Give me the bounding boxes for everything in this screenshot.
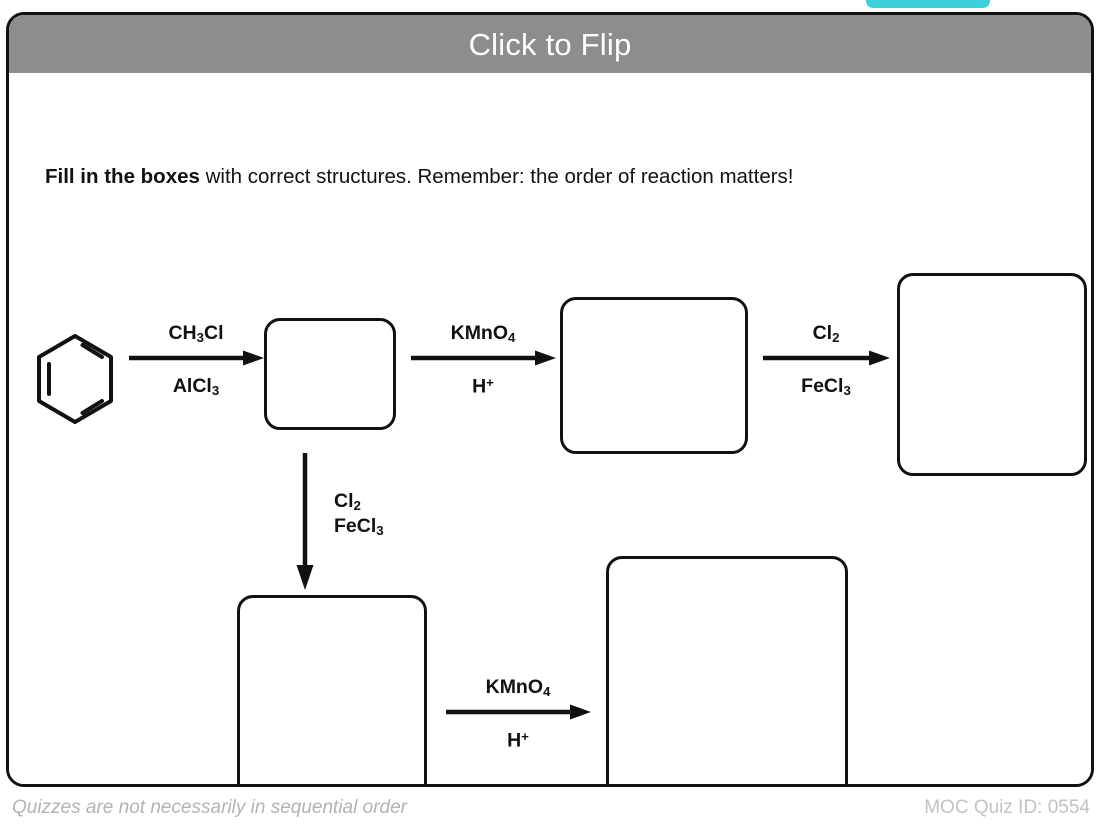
benzene-structure (31, 331, 119, 432)
reagent-above-step3: Cl2 (812, 322, 840, 345)
reagent-line2-step-down: FeCl3 (334, 515, 384, 539)
card-header[interactable]: Click to Flip (9, 15, 1091, 73)
reaction-arrow-step-bottom: KMnO4 H+ (444, 677, 592, 751)
arrow-right-icon (446, 704, 591, 720)
reaction-arrow-step-down: Cl2 FeCl3 (292, 451, 384, 591)
reagent-below-step-bottom: H+ (507, 728, 529, 752)
answer-box-4[interactable] (237, 595, 427, 784)
quiz-id-label: MOC Quiz ID: 0554 (924, 797, 1090, 818)
reagent-above-step-bottom: KMnO4 (485, 676, 551, 699)
reagent-above-step2: KMnO4 (450, 322, 516, 345)
instruction-bold: Fill in the boxes (45, 165, 200, 188)
reaction-arrow-step3: Cl2 FeCl3 (761, 323, 891, 398)
click-to-flip-label: Click to Flip (468, 26, 632, 62)
flashcard[interactable]: Click to Flip Fill in the boxes with cor… (6, 12, 1094, 787)
arrow-right-icon (129, 350, 264, 366)
answer-box-2[interactable] (560, 297, 748, 454)
reagent-below-step3: FeCl3 (801, 374, 851, 398)
reagent-labels-step-down: Cl2 FeCl3 (334, 489, 384, 540)
reagent-below-step2: H+ (472, 374, 494, 398)
arrow-right-icon (763, 350, 890, 366)
instruction-text: Fill in the boxes with correct structure… (45, 165, 794, 189)
card-body: Fill in the boxes with correct structure… (9, 73, 1091, 784)
footer-note: Quizzes are not necessarily in sequentia… (12, 797, 407, 818)
footer: Quizzes are not necessarily in sequentia… (0, 790, 1100, 826)
answer-box-5[interactable] (606, 556, 848, 784)
teal-tab[interactable] (866, 0, 990, 8)
reagent-above-step1: CH3Cl (168, 322, 224, 345)
answer-box-3[interactable] (897, 273, 1087, 476)
reagent-below-step1: AlCl3 (172, 374, 220, 398)
arrow-down-icon (296, 453, 314, 590)
answer-box-1[interactable] (264, 318, 396, 430)
reaction-arrow-step2: KMnO4 H+ (409, 323, 557, 397)
reaction-arrow-step1: CH3Cl AlCl3 (127, 323, 265, 398)
instruction-rest: with correct structures. Remember: the o… (199, 165, 794, 188)
reagent-line1-step-down: Cl2 (334, 490, 361, 513)
arrow-right-icon (411, 350, 556, 366)
